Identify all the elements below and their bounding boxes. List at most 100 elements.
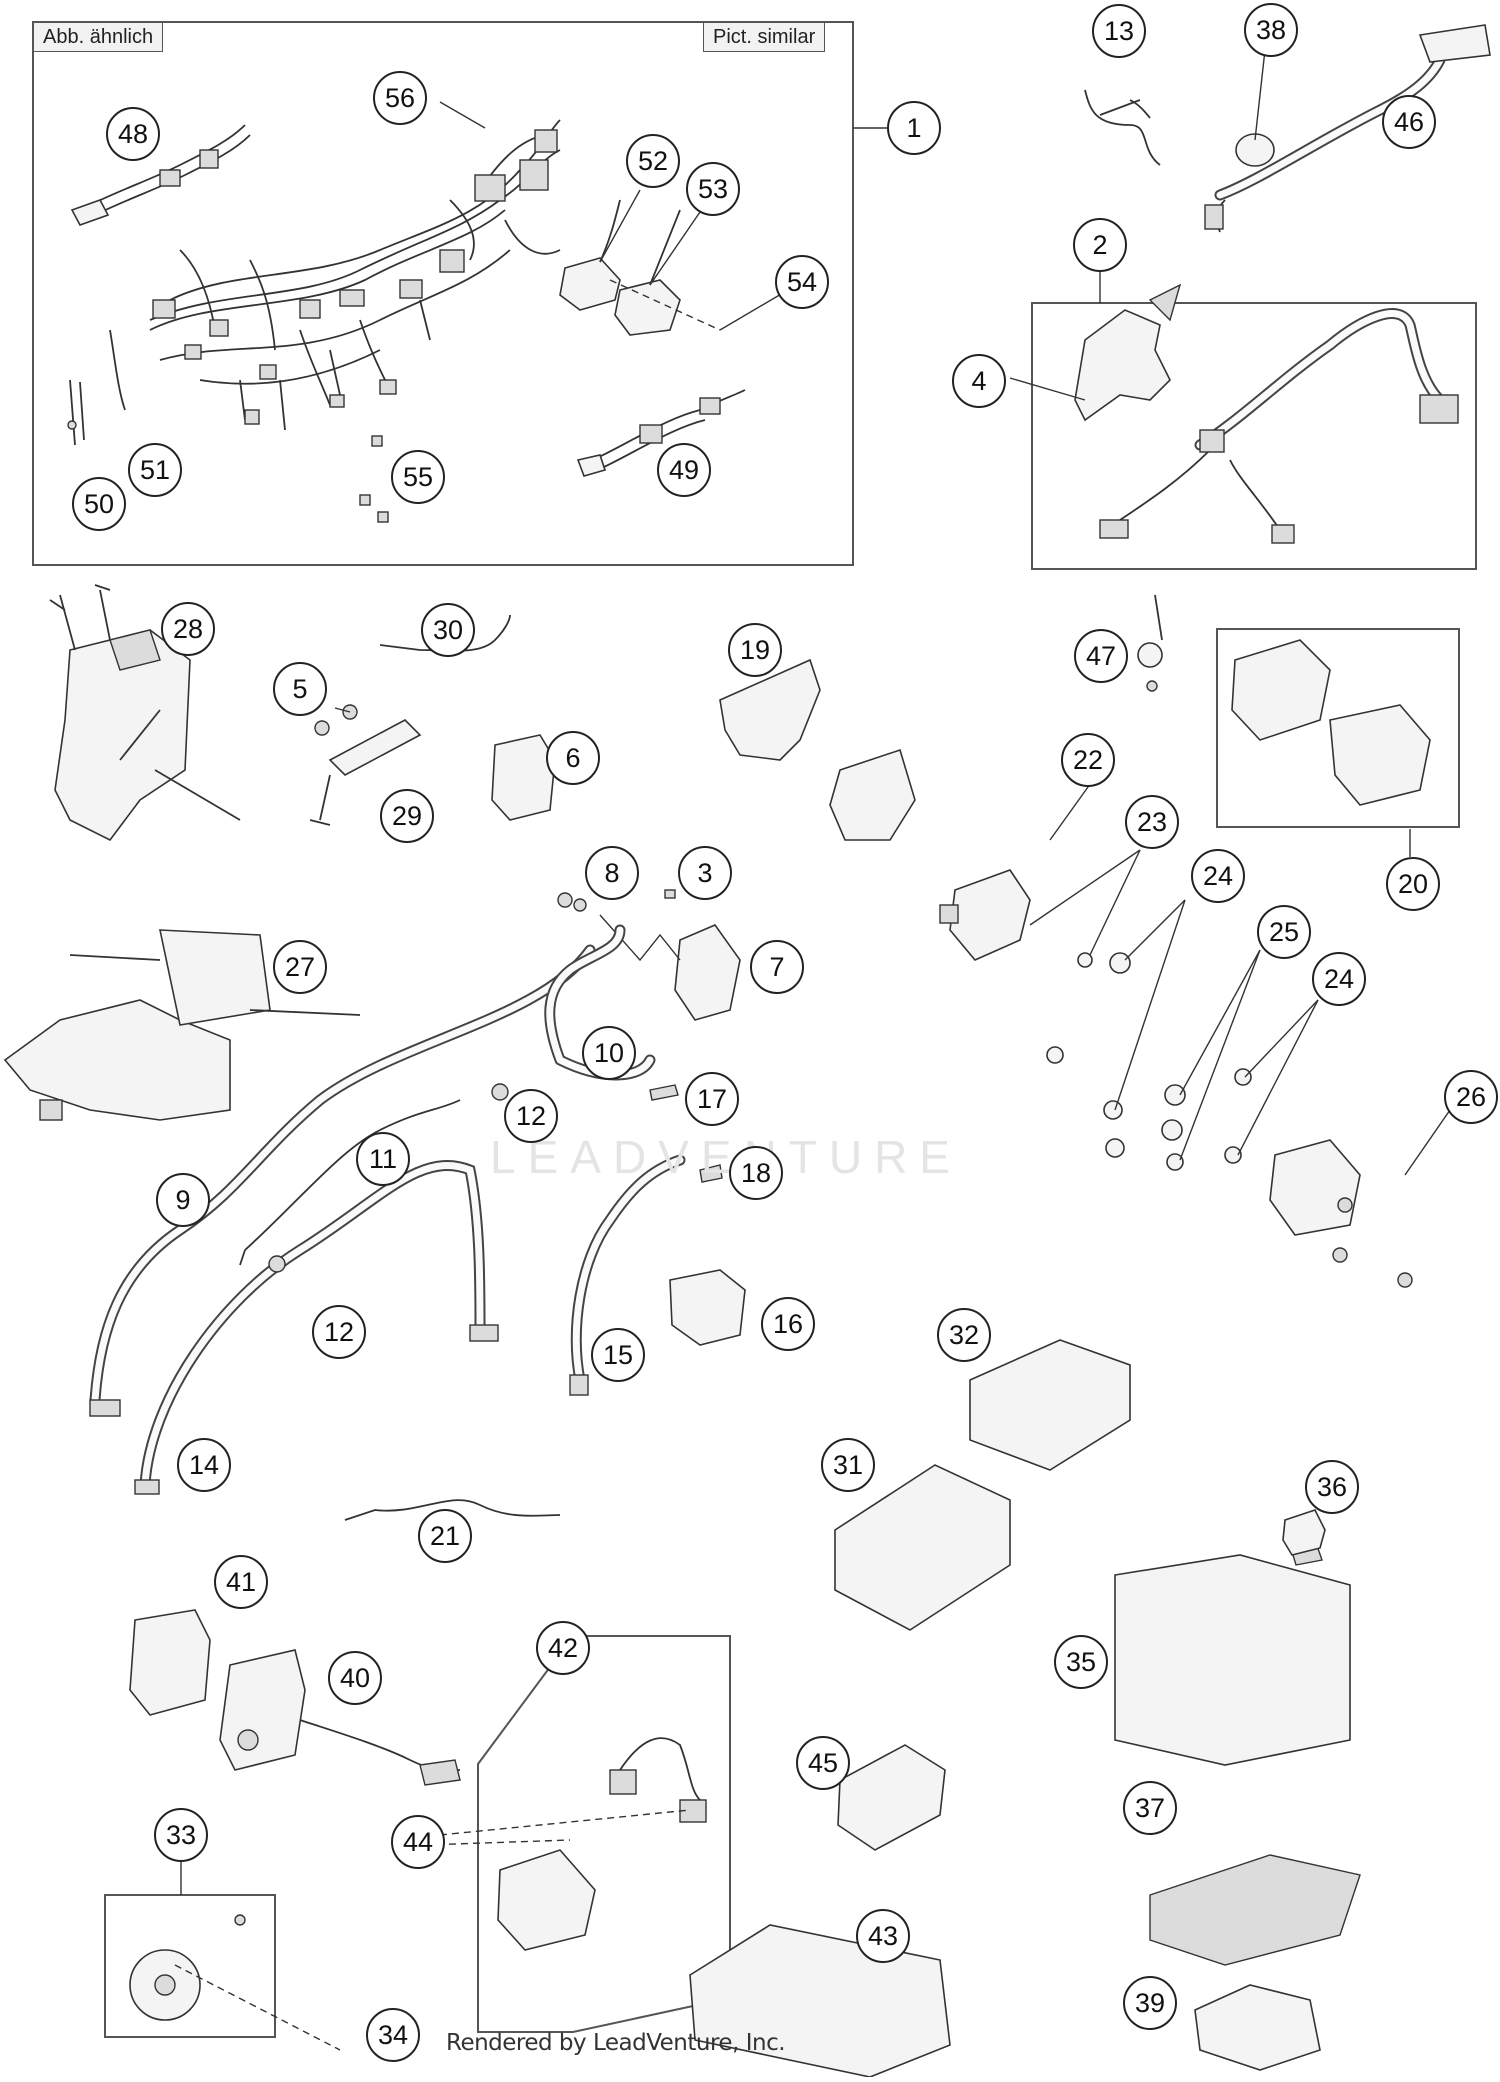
part-16-drawing	[669, 1269, 746, 1346]
callout-35[interactable]: 35	[1054, 1635, 1108, 1689]
callout-15[interactable]: 15	[591, 1328, 645, 1382]
callout-47[interactable]: 47	[1074, 629, 1128, 683]
wires-50-51-drawing	[67, 329, 126, 446]
callout-38[interactable]: 38	[1244, 3, 1298, 57]
callout-12a[interactable]: 12	[504, 1089, 558, 1143]
callout-11[interactable]: 11	[356, 1132, 410, 1186]
part-19-drawing	[719, 658, 821, 761]
lock-harness-46-drawing	[1204, 24, 1491, 233]
callout-51[interactable]: 51	[128, 443, 182, 497]
callout-43[interactable]: 43	[856, 1909, 910, 1963]
callout-26[interactable]: 26	[1444, 1070, 1498, 1124]
part-6-drawing	[491, 734, 556, 821]
callout-37[interactable]: 37	[1123, 1781, 1177, 1835]
callout-10[interactable]: 10	[582, 1026, 636, 1080]
callout-56[interactable]: 56	[373, 71, 427, 125]
callout-2[interactable]: 2	[1073, 218, 1127, 272]
sensor-wire-13-drawing	[1084, 89, 1161, 166]
callout-4[interactable]: 4	[952, 354, 1006, 408]
fuse-36-drawing	[1282, 1509, 1326, 1556]
callout-46[interactable]: 46	[1382, 95, 1436, 149]
callout-27[interactable]: 27	[273, 940, 327, 994]
callout-24b[interactable]: 24	[1312, 952, 1366, 1006]
callout-12b[interactable]: 12	[312, 1305, 366, 1359]
callout-32[interactable]: 32	[937, 1308, 991, 1362]
callout-30[interactable]: 30	[421, 603, 475, 657]
callout-19[interactable]: 19	[728, 623, 782, 677]
callout-3[interactable]: 3	[678, 846, 732, 900]
sub-harness-49-drawing	[576, 389, 746, 477]
sensor-47-drawing	[1137, 594, 1163, 692]
battery-cables-drawing	[89, 924, 723, 1495]
callout-16[interactable]: 16	[761, 1297, 815, 1351]
callout-6[interactable]: 6	[546, 731, 600, 785]
callout-50[interactable]: 50	[72, 477, 126, 531]
callout-29[interactable]: 29	[380, 789, 434, 843]
callout-41[interactable]: 41	[214, 1555, 268, 1609]
pad-37-drawing	[1149, 1854, 1361, 1966]
clips-55-drawing	[359, 435, 389, 523]
callout-18[interactable]: 18	[729, 1146, 783, 1200]
relay-45-drawing	[837, 1744, 946, 1851]
callout-33[interactable]: 33	[154, 1808, 208, 1862]
part-33-group-frame	[104, 1894, 276, 2038]
callout-21[interactable]: 21	[418, 1509, 472, 1563]
callout-25[interactable]: 25	[1257, 905, 1311, 959]
callout-28[interactable]: 28	[161, 602, 215, 656]
callout-53[interactable]: 53	[686, 162, 740, 216]
callout-17[interactable]: 17	[685, 1072, 739, 1126]
callout-54[interactable]: 54	[775, 255, 829, 309]
label-pict-similar-en: Pict. similar	[703, 22, 826, 52]
callout-13[interactable]: 13	[1092, 4, 1146, 58]
horn-33-drawing	[129, 1914, 341, 2051]
mount-20-drawing	[1231, 639, 1431, 806]
module-32-drawing	[969, 1339, 1131, 1471]
callout-23[interactable]: 23	[1125, 795, 1179, 849]
tray-27-drawing	[3, 929, 361, 1121]
callout-34[interactable]: 34	[366, 2008, 420, 2062]
module-31-drawing	[834, 1464, 1011, 1631]
render-credit: Rendered by LeadVenture, Inc.	[446, 2030, 786, 2056]
ecu-43-drawing	[689, 1924, 951, 2078]
harness-2-drawing	[1074, 283, 1459, 544]
callout-42[interactable]: 42	[536, 1621, 590, 1675]
bracket-26-drawing	[1269, 1139, 1413, 1288]
callout-14[interactable]: 14	[177, 1438, 231, 1492]
callout-7[interactable]: 7	[750, 940, 804, 994]
part-29-drawing	[309, 704, 422, 826]
sensor-22-drawing	[829, 748, 1031, 961]
part-20-group-frame	[1216, 628, 1460, 828]
callout-1[interactable]: 1	[887, 101, 941, 155]
callout-8[interactable]: 8	[585, 846, 639, 900]
part-42-group-frame	[477, 1635, 731, 2033]
label-pict-similar-de: Abb. ähnlich	[33, 22, 164, 52]
callout-55[interactable]: 55	[391, 450, 445, 504]
callout-36[interactable]: 36	[1305, 1460, 1359, 1514]
callout-48[interactable]: 48	[106, 107, 160, 161]
module-39-drawing	[1194, 1984, 1321, 2071]
callout-24a[interactable]: 24	[1191, 849, 1245, 903]
callout-31[interactable]: 31	[821, 1438, 875, 1492]
holder-28-drawing	[49, 584, 241, 842]
callout-39[interactable]: 39	[1123, 1976, 1177, 2030]
brackets-52-53-drawing	[559, 199, 721, 336]
callout-44[interactable]: 44	[391, 1815, 445, 1869]
callout-5[interactable]: 5	[273, 662, 327, 716]
callout-9[interactable]: 9	[156, 1173, 210, 1227]
callout-22[interactable]: 22	[1061, 733, 1115, 787]
parts-40-41-drawing	[129, 1609, 461, 1771]
washers-bushings-drawing	[1046, 952, 1252, 1171]
harness-42-drawing	[418, 1737, 707, 1951]
callout-52[interactable]: 52	[626, 134, 680, 188]
sub-harness-48-drawing	[70, 124, 251, 226]
watermark: LEADVENTURE	[490, 1131, 962, 1183]
wire-21-drawing	[344, 1499, 561, 1521]
main-harness-drawing	[149, 119, 561, 431]
callout-45[interactable]: 45	[796, 1736, 850, 1790]
callout-49[interactable]: 49	[657, 443, 711, 497]
callout-20[interactable]: 20	[1386, 857, 1440, 911]
callout-40[interactable]: 40	[328, 1651, 382, 1705]
harness-2-group-frame	[1031, 302, 1477, 570]
